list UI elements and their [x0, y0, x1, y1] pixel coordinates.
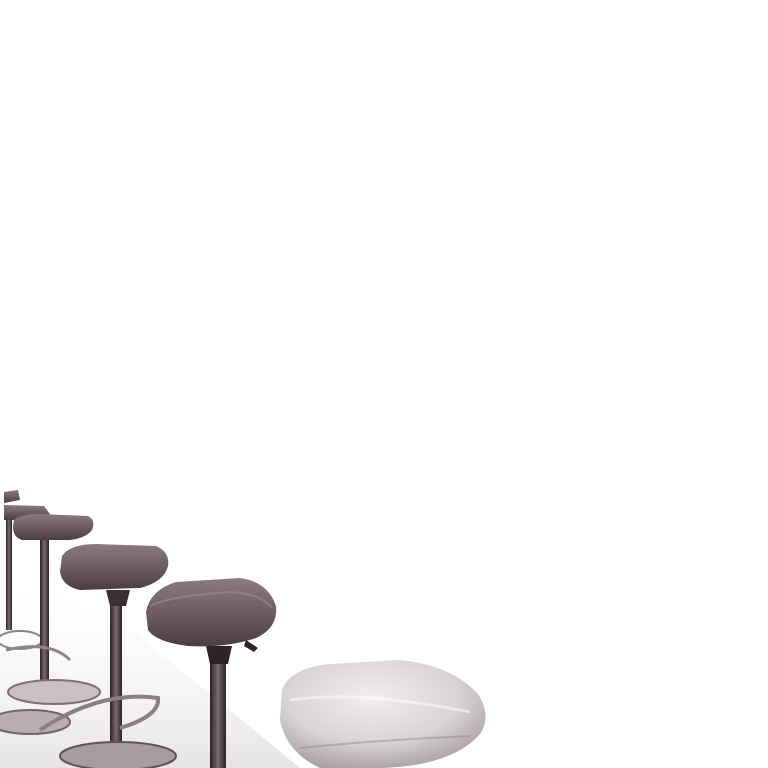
bar-stool-front — [146, 578, 277, 768]
ottoman-pouf — [280, 660, 486, 768]
bar-stool-third — [38, 544, 177, 768]
bar-stool-second — [0, 514, 101, 735]
